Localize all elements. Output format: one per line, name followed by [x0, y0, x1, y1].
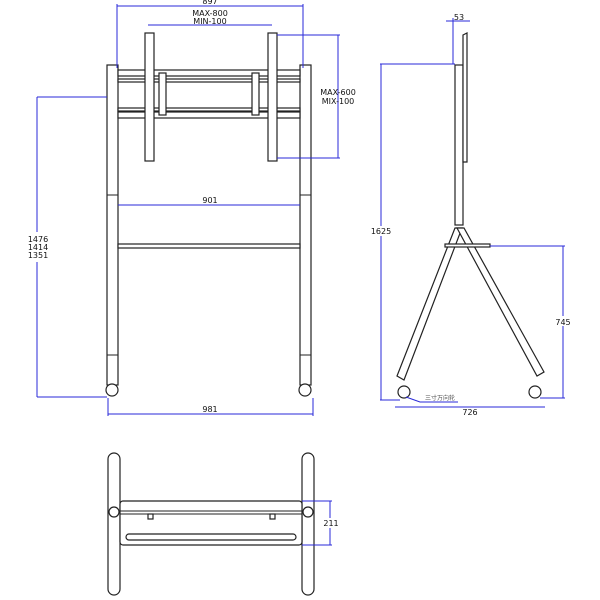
dim-vesa-v-max: MAX-600: [320, 88, 356, 97]
dim-745: 745: [555, 318, 570, 327]
caster-right: [298, 383, 312, 397]
screen-plate: [462, 32, 468, 163]
dim-897: 897: [202, 0, 217, 6]
dim-211: 211: [323, 519, 338, 528]
dim-1414: 1414: [28, 243, 48, 252]
side-view: 53 1625 745 726 三寸万向轮: [371, 13, 572, 417]
dim-vesa-h-min: MIN-100: [193, 17, 226, 26]
shelf-slot: [125, 533, 297, 541]
front-leg: [396, 227, 463, 381]
caster-front: [397, 385, 411, 399]
vesa-arm-right: [267, 32, 278, 162]
left-upright: [106, 64, 119, 386]
dim-726: 726: [462, 408, 477, 417]
rear-leg: [455, 227, 545, 377]
caster-rear: [528, 385, 542, 399]
caster-note: 三寸万向轮: [425, 394, 455, 402]
dim-vesa-v-min: MIX-100: [322, 97, 355, 106]
right-upright: [299, 64, 312, 386]
cross-bar: [117, 243, 301, 249]
upper-rail: [117, 69, 301, 77]
dim-1351: 1351: [28, 251, 48, 260]
dim-53: 53: [454, 13, 464, 22]
lower-rail: [117, 111, 301, 119]
caster-left: [105, 383, 119, 397]
dim-1476: 1476: [28, 235, 48, 244]
dim-981: 981: [202, 405, 217, 414]
front-view: 897 MAX-800 MIN-100 MAX-600 MIX-100 1476…: [28, 0, 356, 416]
side-pole: [454, 64, 464, 226]
dim-901: 901: [202, 196, 217, 205]
left-base-tube: [107, 452, 121, 596]
bottom-view: 211: [107, 452, 339, 596]
dim-vesa-h-max: MAX-800: [192, 9, 228, 18]
dim-1625: 1625: [371, 227, 391, 236]
right-base-tube: [301, 452, 315, 596]
vesa-arm-left: [144, 32, 155, 162]
